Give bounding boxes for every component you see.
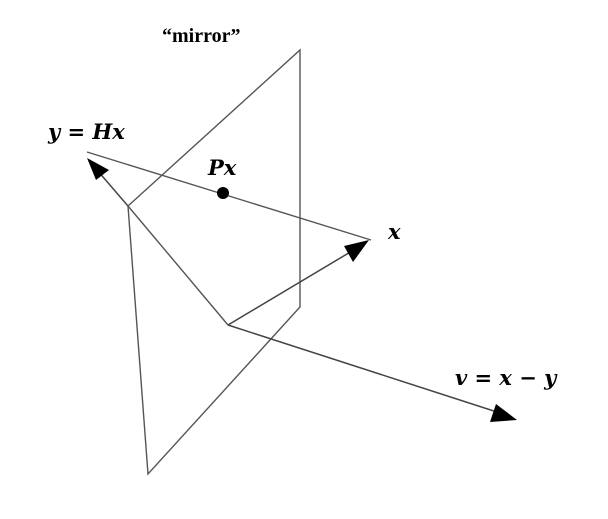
arrow-v-shaft	[227, 324, 501, 414]
label-v-equals-x-minus-y: v = x − y	[455, 365, 558, 390]
arrow-to-y-shaft	[96, 169, 129, 207]
reflection-line	[86, 151, 372, 241]
mirror-label: “mirror”	[162, 25, 241, 47]
origin-to-plane-edge-line	[127, 205, 229, 326]
arrow-to-x-head	[344, 240, 369, 262]
label-x: x	[387, 219, 401, 244]
label-y-equals-hx: y = Hx	[47, 119, 125, 144]
arrow-to-x-shaft	[227, 250, 353, 326]
arrow-to-y-head	[87, 158, 109, 180]
point-px-dot	[217, 187, 229, 199]
arrow-v-head	[490, 404, 517, 422]
mirror-plane	[127, 48, 301, 476]
label-px: Px	[207, 155, 237, 180]
